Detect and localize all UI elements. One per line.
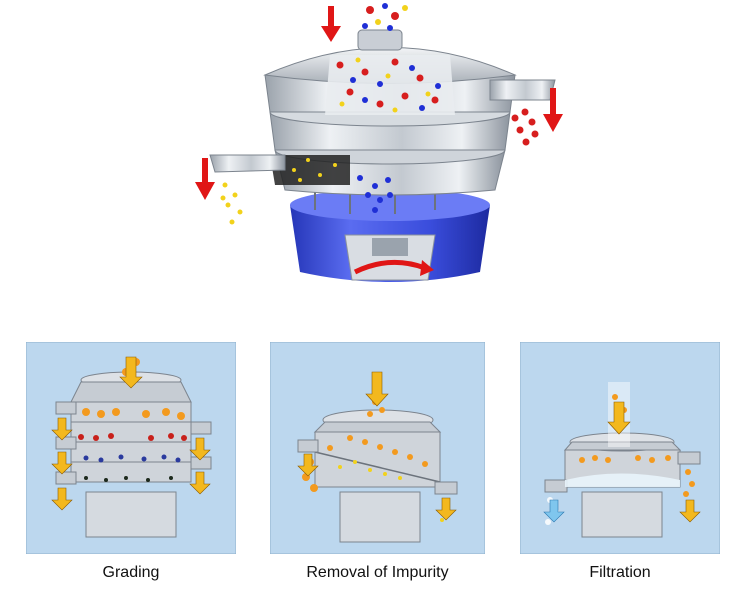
grading-panel bbox=[26, 342, 236, 554]
outflow-yellow bbox=[220, 182, 243, 225]
outflow-blue bbox=[365, 192, 393, 213]
arrow-outlet-left-icon bbox=[195, 158, 215, 200]
outflow-red bbox=[511, 108, 539, 146]
main-sieve-illustration bbox=[190, 0, 570, 300]
filtration-panel bbox=[520, 342, 720, 554]
caption-grading: Grading bbox=[102, 564, 160, 581]
filtration-diagram bbox=[520, 342, 720, 554]
motor-base bbox=[290, 189, 490, 282]
removal-diagram bbox=[270, 342, 485, 554]
arrow-outlet-right-icon bbox=[543, 88, 563, 132]
arrow-inlet-icon bbox=[321, 6, 341, 42]
caption-removal-of-impurity: Removal of Impurity bbox=[306, 564, 449, 581]
inflow-particles bbox=[362, 3, 408, 31]
vibrating-sieve-diagram bbox=[195, 3, 563, 282]
cutaway-particles bbox=[270, 55, 455, 189]
removal-panel bbox=[270, 342, 485, 554]
grading-diagram bbox=[26, 342, 236, 554]
caption-filtration: Filtration bbox=[589, 564, 651, 581]
